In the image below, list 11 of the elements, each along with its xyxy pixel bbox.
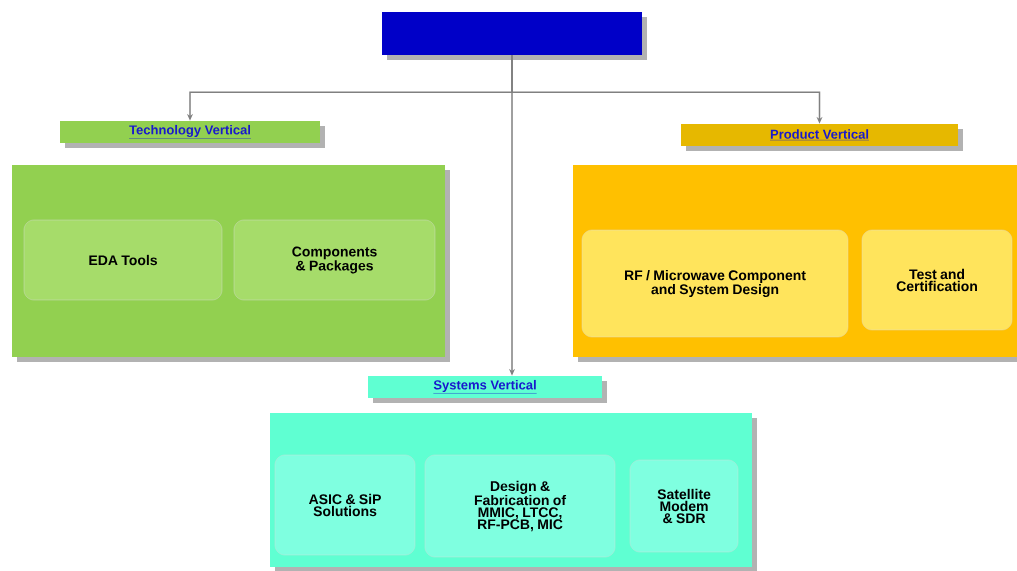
item-box: ASIC & SiP Solutions (274, 454, 416, 556)
item-box: EDA Tools (23, 219, 223, 301)
heading-banner: Systems Vertical (368, 376, 607, 403)
item-box: Components & Packages (233, 219, 436, 301)
heading-banner: Product Vertical (681, 124, 963, 151)
title-box (382, 12, 647, 60)
item-box: Design & Fabrication of MMIC, LTCC, RF-PCB, MIC (424, 454, 616, 558)
heading-banner: Technology Vertical (60, 121, 325, 148)
item-box: RF / Microwave Component and System Design (581, 229, 849, 338)
item-box: Test and Certification (861, 229, 1013, 331)
item-box: Satellite Modem & SDR (629, 459, 739, 553)
